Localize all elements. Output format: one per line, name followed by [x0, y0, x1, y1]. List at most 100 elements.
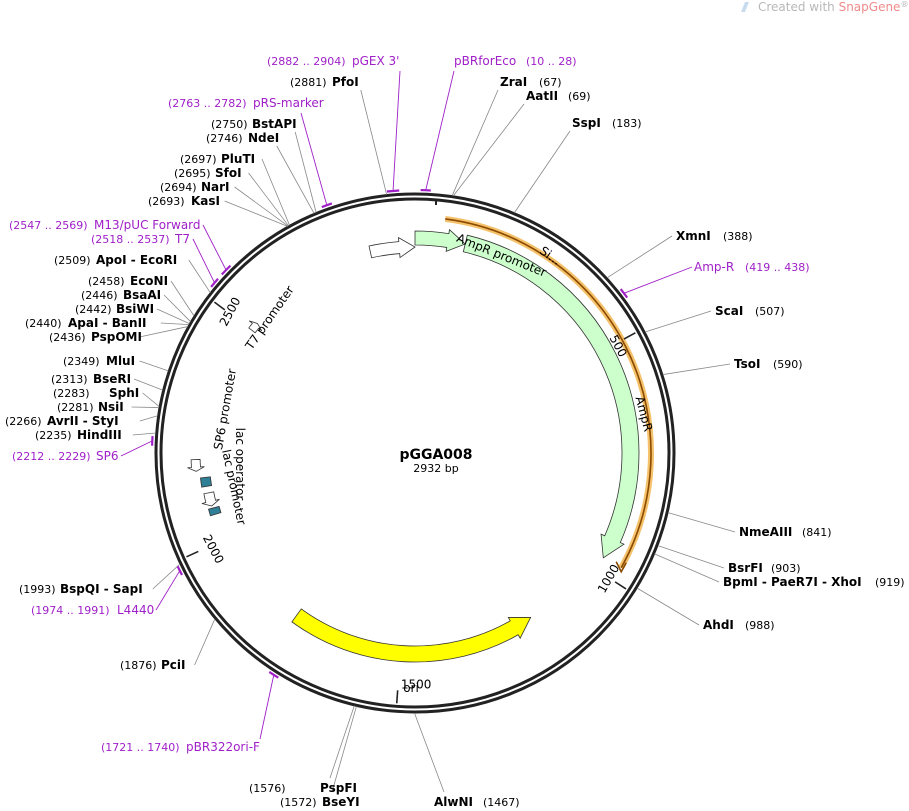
enzyme-label-bsiwi[interactable]: BsiWI — [116, 302, 154, 316]
enzyme-leader-nsii — [131, 406, 160, 408]
enzyme-position-mlui: (2349) — [63, 355, 100, 368]
feature-t7-promoter[interactable] — [248, 320, 263, 334]
enzyme-label-scai[interactable]: ScaI — [715, 304, 743, 318]
primer-mark-prs-marker[interactable] — [321, 202, 333, 209]
primer-mark-t7[interactable] — [210, 278, 219, 288]
enzyme-leader-aatii — [452, 103, 525, 197]
enzyme-label-sphi[interactable]: SphI — [109, 386, 139, 400]
primer-label-prs-marker[interactable]: pRS-marker — [253, 96, 324, 110]
enzyme-position-tsoi: (590) — [773, 358, 803, 371]
enzyme-position-pspomi: (2436) — [49, 331, 86, 344]
feature-lac-promoter[interactable] — [201, 491, 220, 507]
feature-sp6-promoter[interactable] — [187, 459, 205, 472]
enzyme-label-hindiii[interactable]: HindIII — [77, 428, 122, 442]
enzyme-position-pspfi: (1576) — [249, 782, 286, 795]
enzyme-leader-bsaai — [163, 294, 191, 322]
primer-label-amp-r[interactable]: Amp-R — [694, 260, 734, 274]
enzyme-leader-pspfi — [329, 705, 355, 779]
feature-ori[interactable] — [291, 608, 532, 663]
feature-ampr-promoter[interactable] — [368, 236, 416, 259]
enzyme-label-sfoi[interactable]: SfoI — [215, 166, 242, 180]
enzyme-position-bsiwi: (2442) — [75, 303, 112, 316]
watermark-mark: ® — [900, 0, 908, 9]
enzyme-position-bsrfi: (903) — [771, 562, 801, 575]
enzyme-leader-bsrfi — [657, 545, 725, 569]
enzyme-label-pluti[interactable]: PluTI — [221, 152, 255, 166]
enzyme-leader-bspqi-sapi — [152, 563, 181, 590]
enzyme-label-bseri[interactable]: BseRI — [93, 372, 131, 386]
enzyme-leader-ahdi — [636, 587, 700, 626]
enzyme-label-bsaai[interactable]: BsaAI — [123, 288, 161, 302]
primer-label-t7[interactable]: T7 — [174, 232, 190, 246]
feature-label-ori: ori — [403, 681, 419, 695]
feature-cap-site[interactable] — [208, 505, 222, 517]
backbone — [154, 192, 676, 714]
primer-mark-l4440[interactable] — [176, 565, 183, 576]
enzyme-position-bsaai: (2446) — [81, 289, 118, 302]
enzyme-label-pspfi[interactable]: PspFI — [320, 781, 357, 795]
primer-position-amp-r: (419 .. 438) — [745, 261, 810, 274]
enzyme-position-bseri: (2313) — [51, 373, 88, 386]
feature-lac-operator[interactable] — [200, 476, 213, 488]
enzyme-leader-bstapi — [294, 131, 317, 213]
enzyme-position-scai: (507) — [755, 305, 785, 318]
enzyme-label-mlui[interactable]: MluI — [106, 354, 135, 368]
enzyme-leader-zrai — [451, 89, 499, 196]
enzyme-leader-kasi — [224, 200, 288, 227]
enzyme-leader-xmni — [606, 235, 673, 279]
enzyme-position-ndei: (2746) — [206, 132, 243, 145]
primer-label-pgex-3[interactable]: pGEX 3' — [352, 54, 399, 68]
enzyme-leader-scai — [644, 310, 712, 333]
enzyme-label-bstapi[interactable]: BstAPI — [252, 117, 297, 131]
enzyme-label-aatii[interactable]: AatII — [526, 89, 558, 103]
enzyme-label-ndei[interactable]: NdeI — [248, 131, 279, 145]
enzyme-label-kasi[interactable]: KasI — [191, 194, 220, 208]
enzyme-label-tsoi[interactable]: TsoI — [734, 357, 760, 371]
feature-label-lac-operator: lac operator — [233, 428, 247, 501]
enzyme-label-zrai[interactable]: ZraI — [500, 75, 527, 89]
enzyme-position-nsii: (2281) — [57, 401, 94, 414]
primer-leader-sp6 — [120, 440, 153, 457]
primer-label-l4440[interactable]: L4440 — [117, 603, 154, 617]
enzyme-label-nari[interactable]: NarI — [201, 180, 230, 194]
enzyme-position-ahdi: (988) — [745, 619, 775, 632]
enzyme-leader-tsoi — [662, 363, 731, 375]
snapgene-logo-icon — [741, 2, 749, 12]
enzyme-position-sphi: (2283) — [53, 387, 90, 400]
enzyme-label-apai-banii[interactable]: ApaI - BanII — [68, 316, 147, 330]
enzyme-label-pfoi[interactable]: PfoI — [332, 75, 359, 89]
enzyme-position-zrai: (67) — [539, 76, 562, 89]
enzyme-label-bsrfi[interactable]: BsrFI — [728, 561, 763, 575]
enzyme-label-sspi[interactable]: SspI — [572, 116, 601, 130]
enzyme-label-nmeaiii[interactable]: NmeAIII — [739, 525, 792, 539]
enzyme-label-pspomi[interactable]: PspOMI — [91, 330, 142, 344]
enzyme-label-avrii-styi[interactable]: AvrII - StyI — [47, 414, 119, 428]
enzyme-leader-pspomi — [139, 326, 188, 338]
enzyme-label-bseyi[interactable]: BseYI — [322, 795, 360, 809]
primer-label-pbr322ori-f[interactable]: pBR322ori-F — [186, 740, 260, 754]
enzyme-position-apai-banii: (2440) — [25, 317, 62, 330]
leader-lines-layer — [120, 70, 736, 793]
primer-position-pbrforeco: (10 .. 28) — [526, 55, 577, 68]
primer-label-m13-puc-forward[interactable]: M13/pUC Forward — [94, 218, 201, 232]
enzyme-label-apoi-ecori[interactable]: ApoI - EcoRI — [96, 253, 177, 267]
feature-ampr[interactable] — [462, 234, 640, 559]
enzyme-label-pcii[interactable]: PciI — [161, 658, 186, 672]
enzyme-label-bpmi-paer7i-xhoi[interactable]: BpmI - PaeR7I - XhoI — [723, 575, 862, 589]
enzyme-label-ahdi[interactable]: AhdI — [703, 618, 734, 632]
feature-signal[interactable] — [414, 228, 466, 253]
enzyme-leader-econi — [170, 280, 195, 317]
enzyme-leader-pluti — [261, 158, 290, 226]
enzyme-label-alwni[interactable]: AlwNI — [434, 795, 473, 809]
enzyme-label-nsii[interactable]: NsiI — [98, 400, 124, 414]
enzyme-label-xmni[interactable]: XmnI — [676, 229, 711, 243]
primer-label-pbrforeco[interactable]: pBRforEco — [454, 54, 516, 68]
primer-label-sp6[interactable]: SP6 — [96, 449, 119, 463]
primer-leader-pgex-3 — [392, 70, 401, 191]
enzyme-leader-pcii — [194, 618, 216, 666]
enzyme-label-bspqi-sapi[interactable]: BspQI - SapI — [60, 582, 143, 596]
enzyme-label-econi[interactable]: EcoNI — [130, 274, 168, 288]
orange-arc-line — [445, 218, 652, 569]
enzyme-leader-nmeaiii — [667, 512, 736, 533]
watermark-text: Created with SnapGene® — [758, 0, 908, 14]
